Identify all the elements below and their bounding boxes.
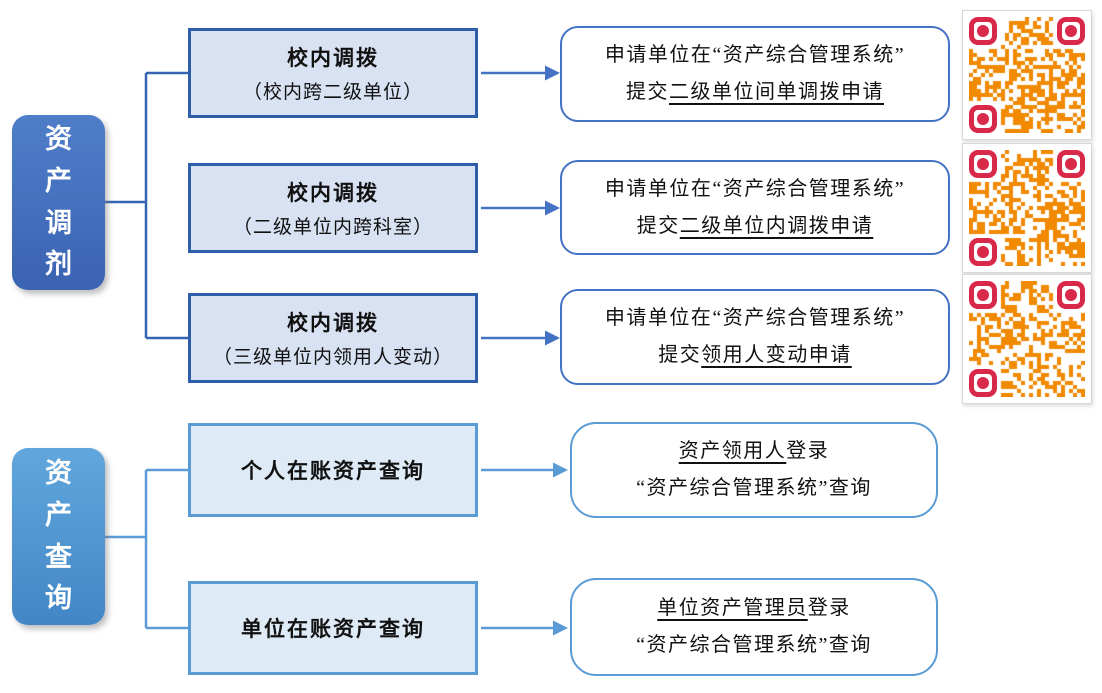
flow-node-internal-transfer-within-unit: 校内调拨 （二级单位内跨科室） (188, 163, 478, 253)
flow-node-internal-transfer-cross-unit: 校内调拨 （校内跨二级单位） (188, 28, 478, 118)
section-pill-asset-query: 资产查询 (12, 448, 105, 625)
node-subtitle: （二级单位内跨科室） (232, 217, 433, 238)
result-line: 提交二级单位内调拨申请 (636, 214, 874, 237)
tree-transfer (105, 71, 190, 340)
flow-node-unit-asset-query: 单位在账资产查询 (188, 581, 478, 675)
result-line: 申请单位在“资产综合管理系统” (604, 307, 906, 329)
qr-finder-icon (969, 369, 997, 397)
result-line: “资产综合管理系统”查询 (636, 634, 872, 656)
result-box-personal-query: 资产领用人登录 “资产综合管理系统”查询 (570, 422, 938, 518)
result-line: 申请单位在“资产综合管理系统” (604, 177, 906, 200)
result-line: 提交领用人变动申请 (658, 344, 852, 366)
qr-finder-icon (1057, 281, 1085, 309)
node-title: 校内调拨 (287, 181, 379, 205)
qr-finder-icon (969, 105, 997, 133)
qr-finder-icon (969, 17, 997, 45)
section-pill-label: 资产查询 (45, 457, 72, 614)
result-box-transfer-cross-unit: 申请单位在“资产综合管理系统” 提交二级单位间单调拨申请 (560, 26, 950, 122)
node-subtitle: （校内跨二级单位） (242, 82, 423, 103)
qr-code (962, 143, 1092, 273)
arrowheads-transfer (545, 65, 560, 346)
result-box-unit-query: 单位资产管理员登录 “资产综合管理系统”查询 (570, 578, 938, 676)
result-box-transfer-within-unit: 申请单位在“资产综合管理系统” 提交二级单位内调拨申请 (560, 160, 950, 255)
result-line: 资产领用人登录 (678, 440, 830, 462)
result-line: 申请单位在“资产综合管理系统” (604, 44, 906, 66)
node-subtitle: （三级单位内领用人变动） (212, 347, 453, 368)
arrows-transfer (481, 71, 547, 340)
result-line: 提交二级单位间单调拨申请 (626, 81, 884, 103)
result-line: 单位资产管理员登录 (657, 597, 851, 619)
node-title: 校内调拨 (287, 311, 379, 335)
node-title: 个人在账资产查询 (241, 459, 425, 483)
result-line: “资产综合管理系统”查询 (636, 477, 872, 499)
section-pill-label: 资产调剂 (45, 123, 72, 280)
qr-finder-icon (1057, 17, 1085, 45)
node-title: 校内调拨 (287, 46, 379, 70)
result-box-transfer-user-change: 申请单位在“资产综合管理系统” 提交领用人变动申请 (560, 289, 950, 385)
qr-finder-icon (969, 238, 997, 266)
qr-finder-icon (1057, 150, 1085, 178)
qr-finder-icon (969, 281, 997, 309)
qr-finder-icon (969, 150, 997, 178)
arrowheads-query (553, 462, 568, 636)
section-pill-asset-transfer: 资产调剂 (12, 115, 105, 290)
flow-node-personal-asset-query: 个人在账资产查询 (188, 423, 478, 517)
qr-code (962, 10, 1092, 140)
node-title: 单位在账资产查询 (241, 617, 425, 641)
flow-node-internal-transfer-user-change: 校内调拨 （三级单位内领用人变动） (188, 293, 478, 383)
qr-code (962, 274, 1092, 404)
